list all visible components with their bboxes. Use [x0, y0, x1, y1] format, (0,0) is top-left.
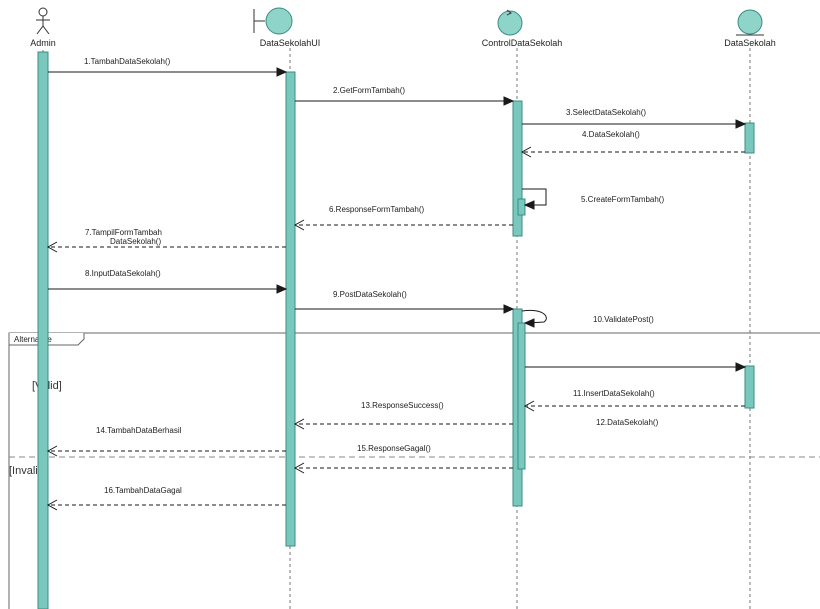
message-16-head — [46, 499, 58, 511]
boundary-icon — [253, 7, 293, 35]
message-4-head — [520, 146, 532, 158]
participant-name-ui: DataSekolahUI — [260, 38, 321, 48]
activation-entity-2 — [744, 365, 755, 409]
message-11-head — [735, 362, 747, 372]
lifelines — [42, 48, 751, 609]
activation-ui — [285, 71, 296, 547]
control-icon — [497, 9, 523, 36]
guard-invalid: [Invalid] — [9, 465, 47, 477]
message-labels: 1.TambahDataSekolah() 2.GetFormTambah() … — [84, 57, 664, 495]
entity-icon — [736, 9, 764, 36]
alt-fragment — [8, 332, 820, 609]
message-16-label: 16.TambahDataGagal — [104, 486, 182, 495]
message-8-label: 8.InputDataSekolah() — [85, 269, 161, 278]
message-7-label-line2: DataSekolah() — [110, 237, 161, 246]
message-3-label: 3.SelectDataSekolah() — [566, 108, 646, 117]
message-10-label: 10.ValidatePost() — [593, 315, 654, 324]
message-9-head — [503, 304, 515, 314]
actor-icon — [36, 7, 50, 35]
activations — [37, 51, 755, 609]
participant-name-admin: Admin — [30, 38, 56, 48]
message-1-head — [276, 67, 288, 77]
message-6-head — [293, 219, 305, 231]
message-15-head — [293, 462, 305, 474]
message-13-head — [293, 418, 305, 430]
fragment-label: Alternative — [14, 335, 52, 344]
activation-ctrl-self-2 — [517, 322, 526, 470]
message-9-label: 9.PostDataSekolah() — [333, 290, 407, 299]
message-14-label: 14.TambahDataBerhasil — [96, 426, 182, 435]
message-3-head — [735, 119, 747, 129]
message-12-head — [523, 400, 535, 412]
message-5-head — [523, 200, 535, 210]
message-10-arrow — [521, 309, 547, 324]
message-7-label-line1: 7.TampilFormTambah — [85, 228, 162, 237]
message-12-label: 12.DataSekolah() — [596, 418, 659, 427]
message-11-label: 11.InsertDataSekolah() — [573, 389, 655, 398]
message-2-label: 2.GetFormTambah() — [333, 86, 405, 95]
activation-admin — [37, 51, 49, 609]
message-1-label: 1.TambahDataSekolah() — [84, 57, 171, 66]
message-8-head — [276, 284, 288, 294]
message-5-label: 5.CreateFormTambah() — [581, 195, 664, 204]
activation-entity-1 — [744, 122, 755, 154]
participant-name-ctrl: ControlDataSekolah — [482, 38, 563, 48]
participant-name-entity: DataSekolah — [724, 38, 776, 48]
message-14-head — [46, 445, 58, 457]
message-6-label: 6.ResponseFormTambah() — [329, 205, 424, 214]
message-7-head — [46, 241, 58, 253]
message-15-label: 15.ResponseGagal() — [357, 444, 431, 453]
message-13-label: 13.ResponseSuccess() — [361, 401, 444, 410]
message-2-head — [503, 96, 515, 106]
message-4-label: 4.DataSekolah() — [582, 130, 640, 139]
message-5-arrow — [522, 188, 547, 206]
message-10-head — [523, 318, 535, 328]
activation-ctrl-1 — [512, 100, 523, 237]
messages — [46, 67, 747, 511]
activation-ctrl-self-1 — [517, 198, 526, 216]
